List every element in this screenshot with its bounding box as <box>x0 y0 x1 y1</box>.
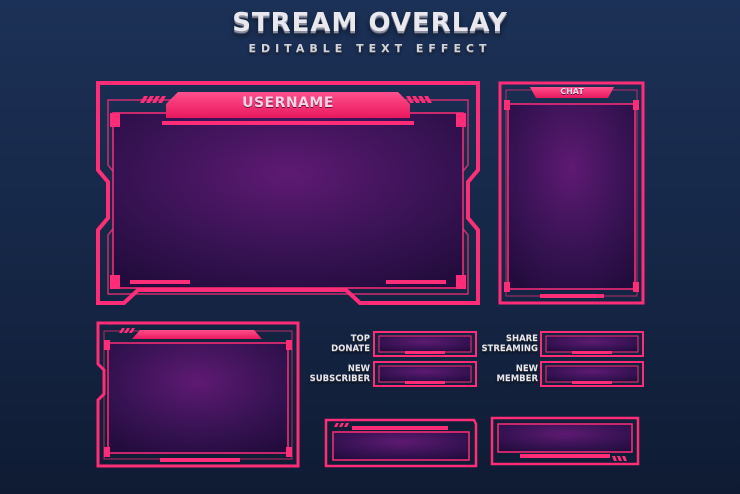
main-frame-corner-br <box>456 275 466 289</box>
alert-bar-new-subscriber-screen <box>378 365 472 383</box>
overlay-subtitle: EDITABLE TEXT EFFECT <box>248 42 492 55</box>
webcam-frame-corner-tr <box>286 340 292 350</box>
overlay-title: STREAM OVERLAY <box>232 8 508 38</box>
alert-bar-share-streaming-accent <box>572 351 612 354</box>
alert-bar-new-member-outer <box>540 361 644 387</box>
main-frame-outer-border <box>96 81 480 305</box>
chat-tag: CHAT <box>560 87 584 96</box>
webcam-frame-hash <box>119 328 135 333</box>
alert-bar-new-member <box>540 361 644 387</box>
banner-left-screen <box>332 431 470 461</box>
alert-bar-new-subscriber <box>373 361 477 387</box>
main-frame-bottom-bar-left <box>130 280 190 284</box>
webcam-frame <box>96 321 300 468</box>
label-new-subscriber-line2: SUBSCRIBER <box>309 374 370 384</box>
alert-bar-new-member-accent <box>572 381 612 384</box>
banner-right-screen <box>497 423 633 453</box>
banner-left-outer <box>324 418 478 468</box>
alert-bar-new-subscriber-outer <box>373 361 477 387</box>
alert-bar-top-donate-accent <box>405 351 445 354</box>
webcam-frame-top-banner <box>132 330 262 339</box>
chat-frame-corner-tr <box>633 100 639 110</box>
chat-frame-bottom-bar <box>540 294 604 298</box>
chat-frame-screen <box>507 103 636 290</box>
main-frame-banner-underline <box>162 121 414 125</box>
label-share-streaming-line1: SHARE <box>505 334 538 344</box>
username-tag: USERNAME <box>242 95 334 111</box>
chat-frame <box>498 81 645 305</box>
label-new-member: NEW MEMBER <box>470 364 538 384</box>
alert-bar-share-streaming <box>540 331 644 357</box>
webcam-frame-bottom-bar <box>160 458 240 462</box>
chat-frame-corner-br <box>633 282 639 292</box>
banner-right-outer <box>490 416 640 466</box>
webcam-frame-screen <box>107 342 289 454</box>
alert-bar-new-subscriber-accent <box>405 381 445 384</box>
label-share-streaming: SHARE STREAMING <box>460 334 538 354</box>
chat-frame-tag-banner <box>530 87 614 98</box>
label-top-donate: TOP DONATE <box>300 334 370 354</box>
main-frame-hash-right <box>406 96 432 103</box>
alert-bar-new-member-screen <box>545 365 639 383</box>
webcam-frame-corner-tl <box>104 340 110 350</box>
main-frame-hash-left <box>140 96 166 103</box>
label-top-donate-line2: DONATE <box>331 344 370 354</box>
main-frame-bottom-bar-right <box>386 280 446 284</box>
label-new-subscriber: NEW SUBSCRIBER <box>290 364 370 384</box>
banner-left-hash <box>334 423 349 427</box>
label-new-member-line1: NEW <box>515 364 538 374</box>
main-frame-corner-tr <box>456 113 466 127</box>
alert-bar-share-streaming-screen <box>545 335 639 353</box>
webcam-frame-outer-border <box>96 321 300 468</box>
banner-left <box>324 418 478 468</box>
banner-right-bottom-bar <box>520 454 610 458</box>
alert-bar-top-donate <box>373 331 477 357</box>
webcam-frame-corner-bl <box>104 447 110 457</box>
banner-left-top-bar <box>352 426 448 430</box>
alert-bar-top-donate-outer <box>373 331 477 357</box>
label-share-streaming-line2: STREAMING <box>481 344 538 354</box>
banner-right <box>490 416 640 466</box>
chat-frame-outer-border <box>498 81 645 305</box>
label-new-member-line2: MEMBER <box>496 374 538 384</box>
main-frame-corner-tl <box>110 113 120 127</box>
alert-bar-top-donate-screen <box>378 335 472 353</box>
banner-right-hash <box>612 456 627 461</box>
alert-bar-share-streaming-outer <box>540 331 644 357</box>
webcam-frame-corner-br <box>286 447 292 457</box>
main-frame-screen <box>112 112 464 289</box>
main-frame-username-banner <box>166 92 410 118</box>
main-frame <box>96 81 480 305</box>
chat-frame-corner-bl <box>504 282 510 292</box>
label-top-donate-line1: TOP <box>350 334 370 344</box>
main-frame-corner-bl <box>110 275 120 289</box>
label-new-subscriber-line1: NEW <box>347 364 370 374</box>
chat-frame-corner-tl <box>504 100 510 110</box>
